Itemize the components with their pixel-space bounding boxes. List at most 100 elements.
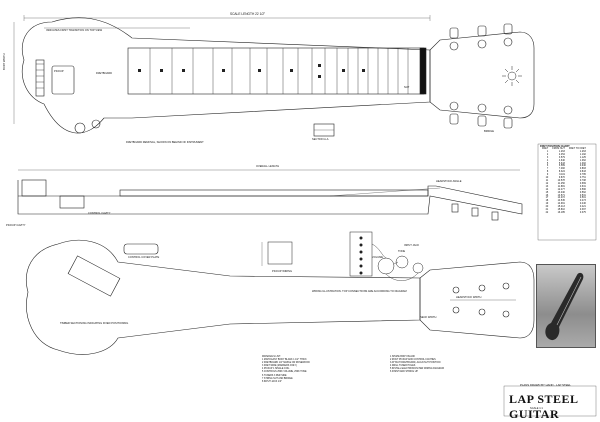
fret-cell: 12.477 — [557, 187, 565, 191]
fret-cell: 0.446 — [579, 202, 586, 206]
fret-cell: 1.263 — [579, 149, 586, 153]
build-steps-notes: 1 SHAPE BODY BLANK 2 ROUT PICKUP AND CON… — [390, 356, 444, 374]
top-view-nut[interactable] — [419, 47, 427, 95]
fret-cell: 3.579 — [558, 155, 565, 159]
fret-cell: 0.562 — [579, 190, 586, 194]
volume-label: VOLUME — [372, 256, 383, 259]
fret-cell: 1 — [546, 149, 549, 153]
fret-cell: 17 — [545, 196, 549, 200]
wiring-jack — [412, 262, 424, 274]
side-view-fretboard — [119, 189, 429, 197]
fret-cell: 11.250 — [557, 181, 565, 185]
fret-cell: 3 — [546, 155, 549, 159]
top-dimensions — [13, 15, 431, 124]
wiring-caption: WIRING ILLUSTRATION. TOP CONNECTIONS ARE… — [312, 290, 407, 293]
top-view-tuners[interactable] — [449, 23, 513, 129]
volume-knob[interactable] — [74, 122, 86, 134]
back-tuner-holes — [452, 282, 510, 318]
side-view-tuners[interactable] — [451, 203, 499, 221]
angle-note-label: HEADSTOCK ANGLE — [436, 180, 462, 183]
fret-row: 12 11.250 0.669 — [540, 181, 588, 186]
fret-chart-frame — [537, 143, 597, 241]
fret-cell: 1.192 — [579, 152, 586, 156]
bridge-label: BRIDGE — [484, 130, 494, 133]
wiring-detail-box — [267, 241, 293, 265]
materials-notes: MATERIALS LIST: 1 MAHOGANY BODY BLANK 1 … — [262, 356, 310, 383]
fret-cell: 6.589 — [558, 164, 565, 168]
fret-cell: 14.072 — [557, 196, 565, 200]
fret-cell: 0.421 — [579, 205, 586, 209]
fret-cell: 8.324 — [558, 170, 565, 174]
fret-cell: 19 — [545, 202, 549, 206]
guitar-photo — [536, 264, 596, 348]
guitar-photo-silhouette — [545, 272, 584, 341]
fret-cell: 0.751 — [579, 176, 586, 180]
sun-logo-icon — [502, 66, 522, 86]
fret-cell: 11.881 — [557, 184, 565, 188]
fret-cell: 4 — [546, 158, 549, 162]
top-view-fretboard — [127, 47, 425, 95]
back-pickup-route — [123, 243, 159, 255]
plans-caption: PLANS DRAWN BY HAND - LAP STEEL — [520, 383, 571, 387]
fret-cell: 14 — [545, 187, 549, 191]
fret-cell: 22 — [545, 210, 549, 214]
tone-knob[interactable] — [91, 119, 101, 129]
tone-label: TONE — [398, 250, 406, 253]
fret-cell: 1.002 — [579, 161, 586, 165]
fret-col-header: FRET TO FRET — [568, 147, 586, 150]
bridge-saddles — [36, 63, 44, 89]
fret-cell: 11 — [545, 178, 549, 182]
top-view-pickup — [51, 65, 75, 95]
top-view-fret-lines — [149, 48, 409, 94]
fret-cell: 9 — [546, 173, 549, 177]
fret-cell: 0.669 — [579, 181, 586, 185]
fret-cell: 0.843 — [579, 170, 586, 174]
top-view-body-outline — [22, 17, 431, 134]
fretboard-label: FRETBOARD — [96, 72, 112, 75]
fret-row: 4 4.640 1.062 — [540, 158, 588, 163]
wiring-tone-pot — [395, 255, 409, 269]
fret-cell: 0.501 — [579, 196, 586, 200]
fret-col-header: FROM NUT — [552, 147, 565, 150]
fret-cell: 10.578 — [557, 178, 565, 182]
fret-cell: 13 — [545, 184, 549, 188]
fret-cell: 4.640 — [558, 158, 565, 162]
top-view-bridge — [35, 59, 45, 97]
fret-cell: 1.125 — [579, 155, 586, 159]
drawing-title: LAP STEEL GUITAR — [509, 392, 578, 421]
fret-cell: 0.375 — [579, 210, 586, 214]
side-view-outline — [17, 180, 523, 215]
fret-cell: 21 — [545, 208, 549, 212]
scale-length-label: SCALE LENGTH 22 1/2" — [230, 12, 266, 16]
fret-cell: 0.946 — [579, 164, 586, 168]
fret-row: 3 3.579 1.125 — [540, 155, 588, 160]
fret-cell: 0.397 — [579, 208, 586, 212]
fret-cell: 0.596 — [579, 187, 586, 191]
fret-cell: 13.571 — [557, 193, 565, 197]
fretboard-removal-note: FRETBOARD REMOVAL, SHOWN ON BEHIND OF IN… — [126, 141, 204, 144]
control-cavity-label: CONTROL CAVITY — [88, 212, 111, 215]
fret-cell: 6 — [546, 164, 549, 168]
top-view-headstock — [429, 31, 535, 119]
fret-cell: 1.062 — [579, 158, 586, 162]
fret-cell: 13.040 — [557, 190, 565, 194]
fret-col-header: FRET — [542, 147, 549, 150]
nut-label: NUT — [404, 86, 410, 89]
fret-cell: 9.119 — [559, 173, 565, 177]
fret-cell: 12 — [545, 181, 549, 185]
fret-cell: 20 — [545, 205, 549, 209]
fret-chart-title: FRET POSITION CHART — [540, 145, 570, 148]
fret-cell: 8 — [546, 170, 549, 174]
fret-row: 6 6.589 0.946 — [540, 165, 588, 168]
